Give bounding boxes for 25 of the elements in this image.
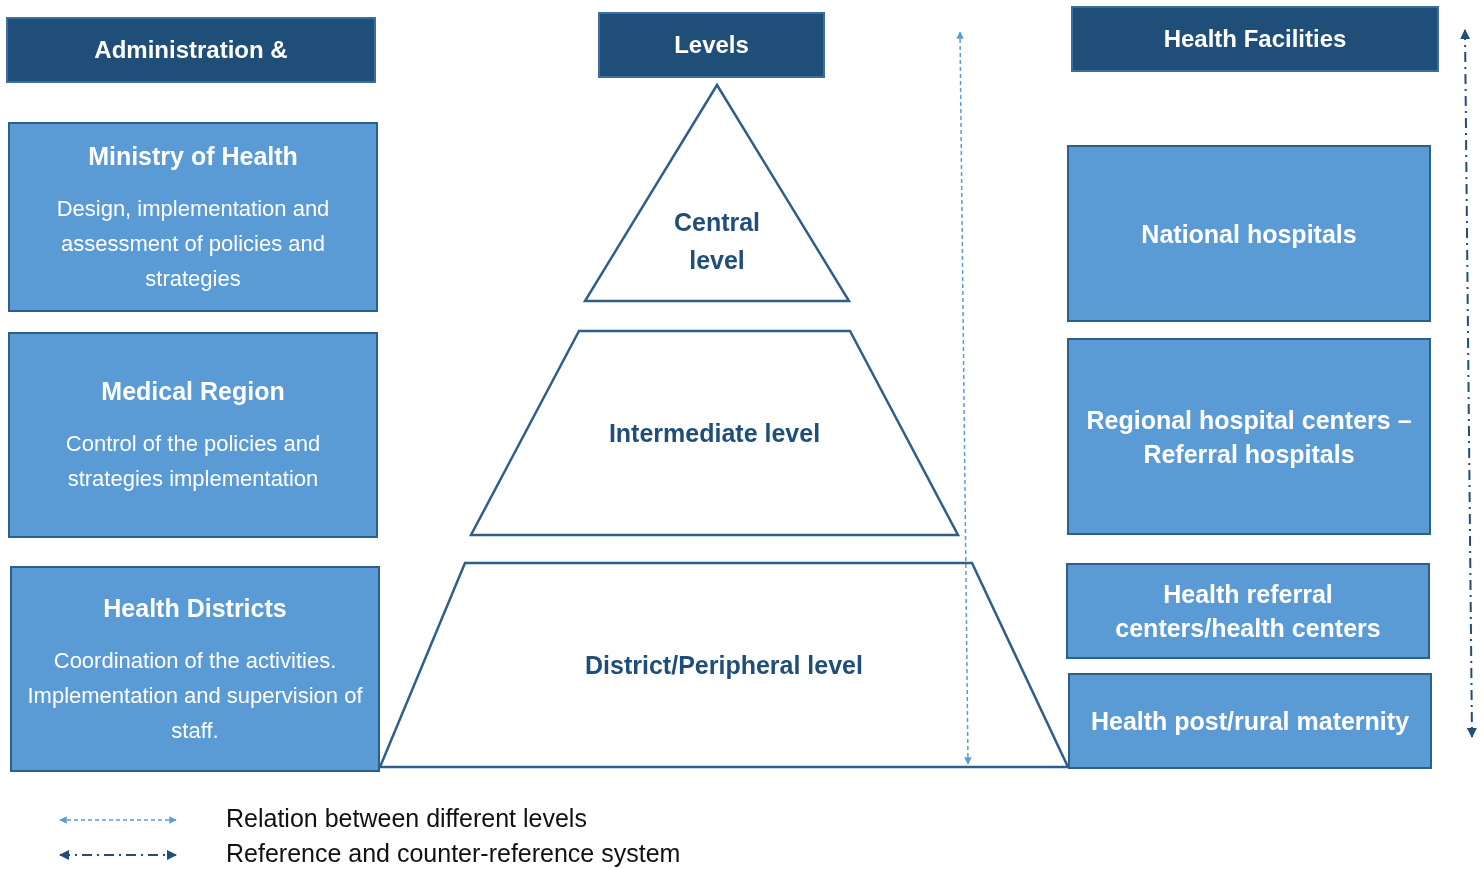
info-box (8, 122, 378, 312)
legend-label: Reference and counter-reference system (226, 839, 681, 868)
level-label: District/Peripheral level (585, 650, 863, 681)
box-description: Coordination of the activities. Implementation and supervision of staff. (26, 646, 364, 745)
box-heading: Health Districts (103, 592, 287, 624)
info-box (1066, 563, 1430, 659)
info-box (1068, 673, 1432, 769)
column-header: Administration & (6, 17, 376, 83)
box-heading: Health post/rural maternity (1090, 706, 1410, 737)
box-heading: Health referral centers/health centers (1114, 579, 1382, 644)
info-box (10, 566, 380, 772)
box-heading: Regional hospital centers – Referral hospitals (1085, 404, 1413, 470)
level-label: Intermediate level (608, 418, 821, 449)
box-heading: National hospitals (1141, 218, 1357, 250)
level-label: Central level (672, 206, 762, 276)
legend-label: Relation between different levels (226, 804, 587, 833)
info-box (1067, 338, 1431, 535)
column-header: Levels (598, 12, 825, 78)
column-header: Health Facilities (1071, 6, 1439, 72)
info-box (8, 332, 378, 538)
box-description: Design, implementation and assessment of policies and strategies (55, 194, 331, 293)
box-heading: Ministry of Health (88, 140, 298, 172)
box-description: Control of the policies and strategies implementation (64, 430, 322, 493)
box-heading: Medical Region (101, 376, 285, 407)
info-box (1067, 145, 1431, 322)
